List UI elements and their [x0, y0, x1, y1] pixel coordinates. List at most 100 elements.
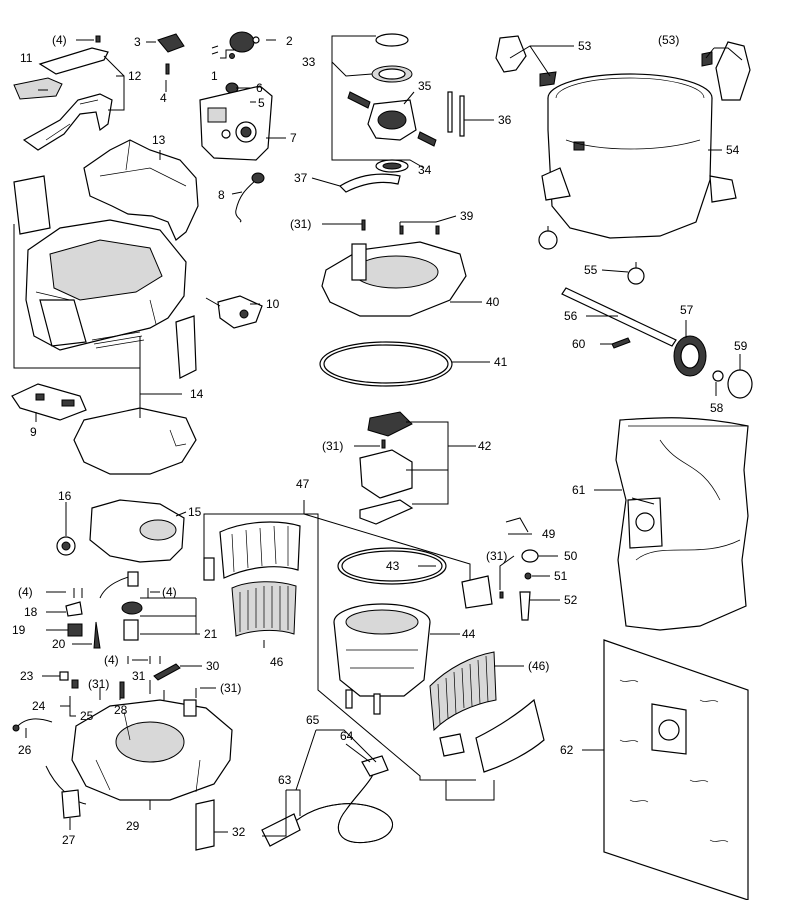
callout-label: 32 [232, 825, 246, 839]
callout-label: 52 [564, 593, 578, 607]
callout-label: 61 [572, 483, 586, 497]
callout-label: 18 [24, 605, 38, 619]
callout-label: 35 [418, 79, 432, 93]
part-62-filter-sheet [603, 639, 749, 900]
callout-label: 8 [218, 188, 225, 202]
callout-label: 11 [20, 51, 33, 65]
callout-label: (31) [88, 677, 109, 691]
part-36-rods [447, 91, 465, 137]
part-46-pleated-filter [231, 581, 297, 637]
part-55-castors [538, 226, 645, 285]
callout-label: 62 [560, 743, 574, 757]
part-40-filter-housing [321, 219, 467, 317]
callout-label: (4) [104, 653, 119, 667]
callout-label: (46) [528, 659, 549, 673]
callout-label: 49 [542, 527, 556, 541]
callout-label: 60 [572, 337, 586, 351]
leader-lines [13, 35, 743, 837]
callout-label: 50 [564, 549, 578, 563]
part-14-foam-pad [73, 407, 197, 475]
part-41-gasket [319, 341, 453, 387]
callout-label: 13 [152, 133, 166, 147]
callout-label: 59 [734, 339, 748, 353]
callout-label: 34 [418, 163, 432, 177]
callout-label: (31) [486, 549, 507, 563]
callout-label: 51 [554, 569, 568, 583]
callout-label: 30 [206, 659, 220, 673]
part-44-filter-cage [333, 603, 431, 715]
part-47-filter-frame [203, 521, 301, 581]
part-13-upper-shell [83, 139, 199, 241]
callout-label: 1 [211, 69, 218, 83]
callout-label: 21 [204, 627, 218, 641]
callout-label: 10 [266, 297, 280, 311]
callout-label: 42 [478, 439, 492, 453]
callout-label: (31) [290, 217, 311, 231]
callout-label: 12 [128, 69, 142, 83]
callout-label: 57 [680, 303, 694, 317]
part-12-handle [22, 47, 113, 151]
callout-label: 27 [62, 833, 76, 847]
part-18-21-switch-assembly [65, 571, 161, 664]
callout-label: 37 [294, 171, 308, 185]
callout-label: 39 [460, 209, 474, 223]
part-11-cover-plate [13, 77, 63, 100]
callout-label: 2 [286, 34, 293, 48]
callout-label: 4 [160, 91, 167, 105]
callout-label: 54 [726, 143, 740, 157]
part-33-35-motor [347, 33, 437, 173]
callout-label: 26 [18, 743, 32, 757]
part-54-container [541, 73, 737, 239]
part-7-control-panel [199, 85, 273, 161]
part-15-lower-shell [89, 499, 185, 563]
part-43-seal-ring [337, 547, 447, 585]
part-32-label [195, 799, 215, 851]
callout-label: 24 [32, 699, 46, 713]
callout-label: 5 [258, 96, 265, 110]
callout-label: 14 [190, 387, 204, 401]
callout-label: 44 [462, 627, 476, 641]
part-3-cap [157, 33, 185, 53]
callout-label: 65 [306, 713, 320, 727]
part-53-latches [495, 35, 751, 101]
callout-label: 63 [278, 773, 292, 787]
part-46-pleated-filter-spare [429, 651, 497, 732]
part-8-cable [235, 172, 265, 223]
part-9-circuit-board [11, 383, 87, 421]
callout-label: 46 [270, 655, 284, 669]
callout-labels: (4) 1 2 3 4 5 6 7 8 9 10 11 12 13 14 15 … [12, 33, 748, 847]
callout-label: 56 [564, 309, 578, 323]
part-10-power-plug [205, 295, 263, 329]
part-4-screws [95, 35, 219, 75]
callout-label: 3 [134, 35, 141, 49]
callout-label: 20 [52, 637, 66, 651]
callout-label: 41 [494, 355, 508, 369]
callout-label: (4) [162, 585, 177, 599]
callout-label: 15 [188, 505, 202, 519]
callout-label: (53) [658, 33, 679, 47]
callout-label: (31) [220, 681, 241, 695]
callout-label: (31) [322, 439, 343, 453]
callout-label: 64 [340, 729, 354, 743]
callout-label: 58 [710, 401, 724, 415]
callout-label: 19 [12, 623, 26, 637]
callout-label: 40 [486, 295, 500, 309]
part-49-52-small-parts [499, 517, 539, 621]
callout-label: 31 [132, 669, 146, 683]
callout-label: 55 [584, 263, 598, 277]
callout-label: 47 [296, 477, 310, 491]
part-63-65-suction-hose [261, 755, 393, 847]
part-61-filter-bag [615, 417, 749, 631]
part-14-housing [13, 175, 197, 379]
callout-label: 53 [578, 39, 592, 53]
callout-label: 16 [58, 489, 72, 503]
callout-label: 29 [126, 819, 140, 833]
part-27-label [61, 789, 81, 819]
callout-label: (4) [52, 33, 67, 47]
part-37-seal [339, 173, 401, 193]
callout-label: 25 [80, 709, 94, 723]
callout-label: (4) [18, 585, 33, 599]
callout-label: 6 [256, 81, 263, 95]
callout-label: 43 [386, 559, 400, 573]
part-42-flap-assembly [359, 411, 414, 525]
